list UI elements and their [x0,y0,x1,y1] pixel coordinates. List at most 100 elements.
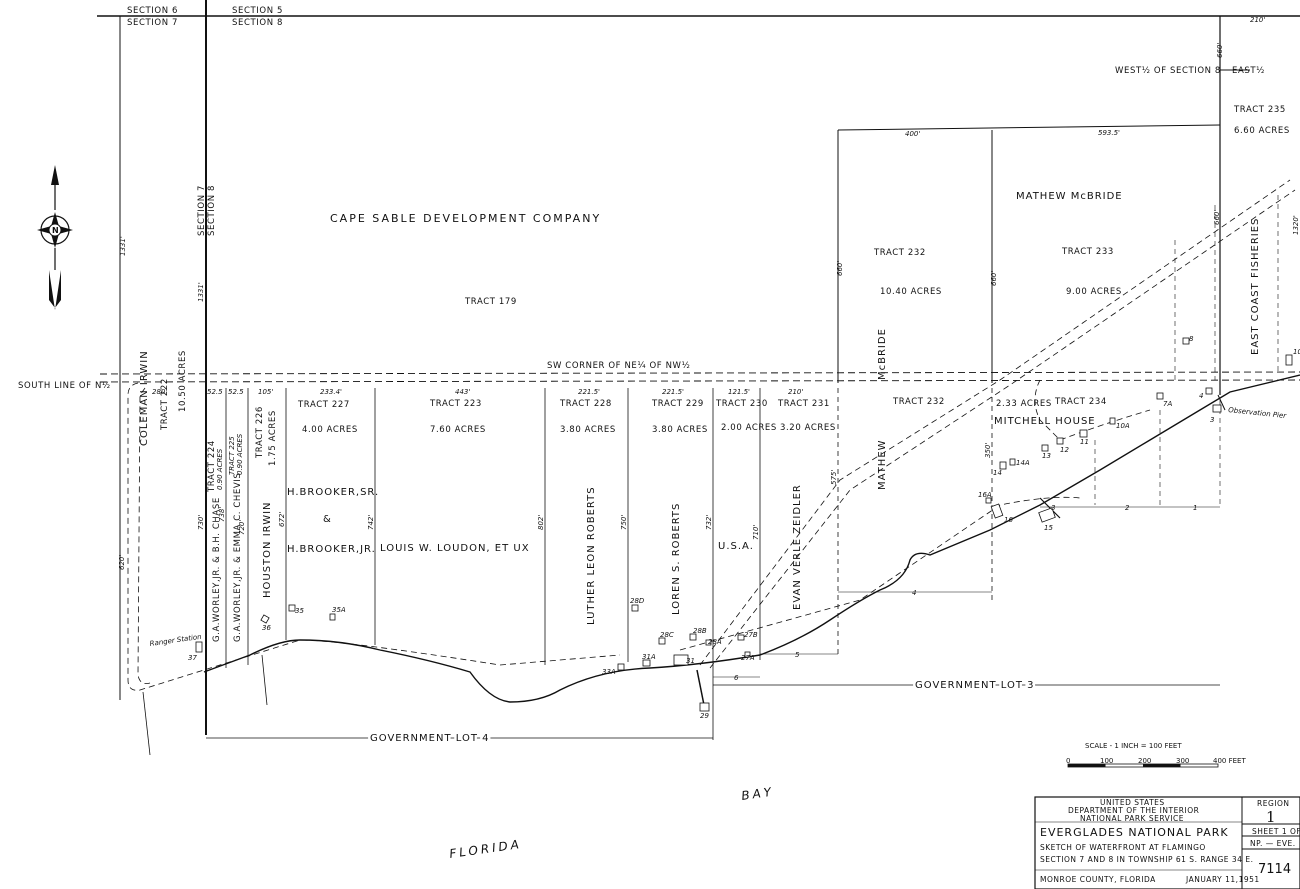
building-16-label: 16 [1004,516,1013,524]
observation-pier-label: Observation Pier [1228,406,1288,420]
dim-1331-b: 1331' [197,282,205,302]
tract222-label: TRACT 222 [160,378,170,431]
parcel-lines [225,195,1279,740]
mathew-mcbride-top: MATHEW McBRIDE [1016,191,1123,202]
tract235-acres: 6.60 ACRES [1234,126,1290,136]
dim-350: 350' [984,443,992,458]
buildings: 37 36 35 35A 33A 31A 31 29 28D 28C 28B 2… [188,335,1300,720]
dim-280: 280' [152,388,167,396]
building-15-label: 15 [1044,524,1053,532]
segment-labels: 1 2 3 4 5 6 [734,504,1197,682]
dim-575: 575' [830,470,838,485]
tract234-label: TRACT 234 [1054,397,1107,407]
dimension-lines [206,506,1220,739]
dim-105: 105' [258,388,273,396]
section6-label: SECTION 6 [127,6,178,16]
dim-732: 732' [705,515,713,530]
dim-443: 443' [455,388,470,396]
building-28c-label: 28C [660,631,674,639]
florida-label: FLORIDA [448,837,522,861]
dim-210-top: 210' [1250,16,1265,24]
building-10-label: 10 [1293,348,1300,356]
building-13-label: 13 [1042,452,1051,460]
section7-vertical: SECTION 7 [197,185,207,236]
scale-label: SCALE - 1 INCH = 100 FEET [1085,742,1182,750]
building-7a [1156,392,1164,400]
dim-730: 730' [197,515,205,530]
dim-660-right: 660' [1216,43,1224,58]
segment-3: 3 [1051,504,1055,512]
coleman-irwin-label: COLEMAN IRWIN [139,350,150,446]
tract227-acres: 4.00 ACRES [302,425,358,435]
title-sheet: SHEET 1 OF 1 [1252,827,1300,836]
building-10 [1285,354,1293,366]
building-12 [1056,437,1064,445]
tract224-acres: 0.90 ACRES [216,448,224,490]
building-10a [1109,417,1116,425]
gov-lot4-label: GOVERNMENT LOT 4 [370,733,489,744]
tract226-acres: 1.75 ACRES [268,410,278,466]
segment-4: 4 [912,589,916,597]
building-28a [705,639,712,646]
tract223-label: TRACT 223 [429,399,482,409]
dim-742: 742' [367,515,375,530]
tract225-acres: 0.90 ACRES [236,433,244,475]
usa-label: U.S.A. [718,541,754,552]
title-block: UNITED STATES DEPARTMENT OF THE INTERIOR… [1034,796,1300,889]
cape-sable-label: CAPE SABLE DEVELOPMENT COMPANY [330,212,601,225]
dim-620: 620' [118,555,126,570]
tract229-label: TRACT 229 [651,399,704,409]
section8-vertical: SECTION 8 [207,185,217,236]
building-28b-label: 28B [693,627,707,635]
ranger-station-label: Ranger Station [149,633,202,648]
east-half-label: EAST½ [1232,66,1265,76]
building-27b [737,634,745,641]
building-33a [617,663,625,671]
title-np: NP. — EVE. [1250,839,1296,848]
building-28d [631,604,639,612]
building-16 [990,503,1004,519]
dim-660-a: 660' [836,261,844,276]
tract232-top-acres: 10.40 ACRES [880,287,942,297]
building-14a-label: 14A [1016,459,1030,467]
worley-chase-label: G.A.WORLEY,JR. & B.H. CHASE [212,497,222,642]
building-10a-label: 10A [1116,422,1130,430]
brooker-sr-label: H.BROOKER,SR. [287,487,379,498]
building-8 [1182,337,1190,345]
building-33a-label: 33A [602,668,616,676]
building-27a [744,651,751,658]
building-35-label: 35 [295,607,304,615]
houston-irwin-label: HOUSTON IRWIN [262,501,273,598]
title-region-label: REGION [1257,799,1290,808]
building-3-label: 3 [1210,416,1214,424]
title-l3: NATIONAL PARK SERVICE [1080,814,1184,823]
building-4-label: 4 [1199,392,1203,400]
building-27b-label: 27B [744,631,758,639]
building-31a [642,659,651,667]
title-l1: UNITED STATES [1100,798,1165,807]
scale-bar: SCALE - 1 INCH = 100 FEET 0 100 200 300 … [1066,742,1246,768]
building-16a [985,497,992,504]
tract224-label: TRACT 224 [207,440,217,493]
dim-52-b: 52.5 [228,388,244,396]
tract231-acres: 3.20 ACRES [780,423,836,433]
tract229-acres: 3.80 ACRES [652,425,708,435]
dim-1331-a: 1331' [119,236,127,256]
piers [142,394,1226,756]
loudon-label: LOUIS W. LOUDON, ET UX [380,543,530,554]
dimension-labels: 210' 660' 400' 593.5' 1331' 1331' 660' 6… [118,16,1300,570]
building-31 [673,654,689,666]
building-35a-label: 35A [332,606,346,614]
building-37 [195,641,203,653]
amp-label: & [323,514,332,525]
dim-660-c: 660' [1213,210,1221,225]
title-date: JANUARY 11,1951 [1185,875,1260,884]
brooker-jr-label: H.BROOKER,JR. [287,544,376,555]
west-half-label: WEST½ OF SECTION 8 [1115,66,1221,76]
gov-lot3-label: GOVERNMENT LOT 3 [915,680,1034,691]
north-arrow: N [37,165,73,310]
mitchell-label: MITCHELL HOUSE [994,416,1096,427]
shoreline [203,374,1300,703]
scale-tick-200: 200 [1138,757,1151,765]
building-11 [1079,429,1088,438]
